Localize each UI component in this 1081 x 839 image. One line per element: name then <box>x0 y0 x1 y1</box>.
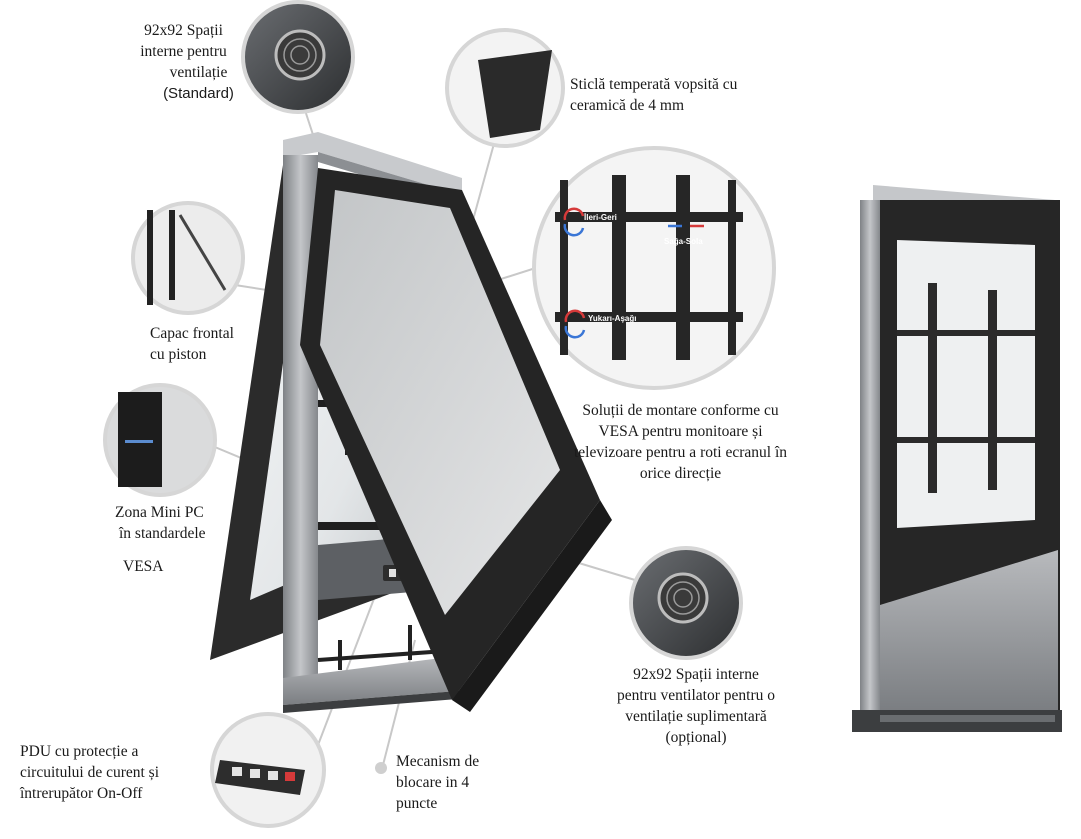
label-fan-standard: 92x92 Spații interne pentru ventilație (… <box>140 22 234 102</box>
tag-forward-back: İleri-Geri <box>584 213 617 222</box>
label-vesa-mount: Soluții de montare conforme cu VESA pent… <box>573 402 788 482</box>
bubble-fan-optional <box>629 546 743 660</box>
tag-up-down: Yukarı-Aşağı <box>588 314 636 323</box>
top-cap <box>283 132 462 195</box>
lock-dot <box>375 762 387 774</box>
closed-lower-panel <box>880 550 1058 710</box>
bubble-fan-top <box>241 0 355 114</box>
bubble-vesa: İleri-Geri Sağa-Sola Yukarı-Aşağı <box>532 146 776 390</box>
closed-screen <box>897 240 1035 528</box>
fan-icon <box>274 29 326 81</box>
tag-left-right: Sağa-Sola <box>664 237 703 246</box>
label-pdu: PDU cu protecție a circuitului de curent… <box>20 743 160 802</box>
bubble-mini-pc <box>103 383 217 497</box>
label-glass: Sticlă temperată vopsită cu ceramică de … <box>570 76 738 114</box>
fan-icon <box>657 572 709 624</box>
closed-kiosk <box>852 185 1062 732</box>
open-kiosk <box>210 132 612 713</box>
bubble-pdu <box>210 712 326 828</box>
bubble-front-cover <box>131 201 245 315</box>
label-fan-optional: 92x92 Spații interne pentru ventilator p… <box>617 666 775 746</box>
base <box>283 655 470 705</box>
bubble-glass <box>445 28 565 148</box>
label-front-cover: Capac frontal cu piston <box>150 325 234 363</box>
front-door-glass <box>320 190 560 615</box>
label-mini-pc: Zona Mini PC în standardele VESA <box>115 504 206 575</box>
label-lock: Mecanism de blocare in 4 puncte <box>396 753 480 812</box>
